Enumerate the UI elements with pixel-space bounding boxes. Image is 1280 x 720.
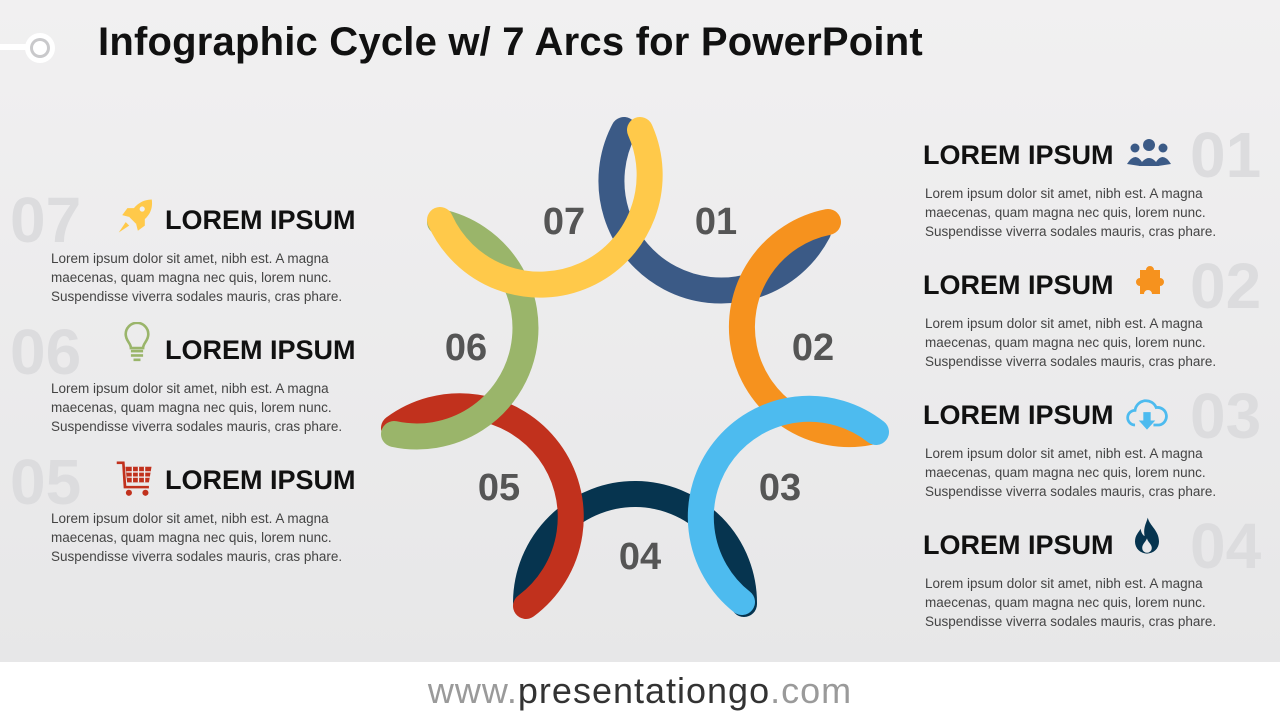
footer-url[interactable]: www.presentationgo.com	[0, 662, 1280, 720]
shopping-cart-icon	[116, 461, 152, 496]
users-icon	[1127, 139, 1171, 166]
rocket-icon	[118, 199, 153, 233]
item-description: Lorem ipsum dolor sit amet, nibh est. A …	[51, 511, 343, 564]
item-heading: LOREM IPSUM	[165, 205, 356, 235]
item-description: Lorem ipsum dolor sit amet, nibh est. A …	[51, 251, 343, 304]
cycle-arc-05	[381, 393, 584, 619]
arc-label-01: 01	[695, 201, 737, 243]
page-title: Infographic Cycle w/ 7 Arcs for PowerPoi…	[98, 20, 923, 64]
lightbulb-icon	[124, 322, 150, 362]
item-description: Lorem ipsum dolor sit amet, nibh est. A …	[925, 446, 1217, 499]
item-heading: LOREM IPSUM	[923, 400, 1114, 430]
cycle-arc-07	[427, 117, 663, 298]
footer-suffix: .com	[770, 670, 853, 711]
puzzle-icon	[1136, 266, 1164, 294]
item-number: 02	[1190, 250, 1262, 322]
cycle-arc-01	[598, 117, 831, 304]
arc-label-06: 06	[445, 327, 487, 369]
cycle-arc-02	[728, 209, 883, 448]
item-heading: LOREM IPSUM	[165, 465, 356, 495]
arc-label-05: 05	[478, 467, 520, 509]
cycle-diagram: 01 02 03 04 05 06 07	[381, 117, 889, 619]
footer-main: presentationgo	[517, 670, 771, 711]
footer-prefix: www.	[427, 670, 518, 711]
arc-label-07: 07	[543, 201, 585, 243]
item-heading: LOREM IPSUM	[923, 270, 1114, 300]
item-heading: LOREM IPSUM	[923, 530, 1114, 560]
cycle-arc-03	[687, 395, 889, 615]
item-number: 05	[10, 446, 82, 518]
cycle-arc-04	[513, 481, 758, 617]
item-number: 06	[10, 316, 82, 388]
arc-label-02: 02	[792, 327, 834, 369]
item-number: 04	[1190, 510, 1262, 582]
item-number: 01	[1190, 119, 1262, 191]
item-number: 07	[10, 184, 82, 256]
arc-label-03: 03	[759, 467, 801, 509]
item-description: Lorem ipsum dolor sit amet, nibh est. A …	[925, 316, 1217, 369]
item-heading: LOREM IPSUM	[165, 335, 356, 365]
cloud-download-icon	[1126, 399, 1168, 430]
item-number: 03	[1190, 380, 1262, 452]
item-description: Lorem ipsum dolor sit amet, nibh est. A …	[925, 186, 1217, 239]
item-description: Lorem ipsum dolor sit amet, nibh est. A …	[51, 381, 343, 434]
presentationgo-logo-icon	[0, 33, 55, 63]
flame-icon	[1135, 517, 1159, 554]
item-heading: LOREM IPSUM	[923, 140, 1114, 170]
item-description: Lorem ipsum dolor sit amet, nibh est. A …	[925, 576, 1217, 629]
arc-label-04: 04	[619, 536, 661, 578]
cycle-arc-06	[381, 209, 539, 450]
slide: Infographic Cycle w/ 7 Arcs for PowerPoi…	[0, 0, 1280, 662]
